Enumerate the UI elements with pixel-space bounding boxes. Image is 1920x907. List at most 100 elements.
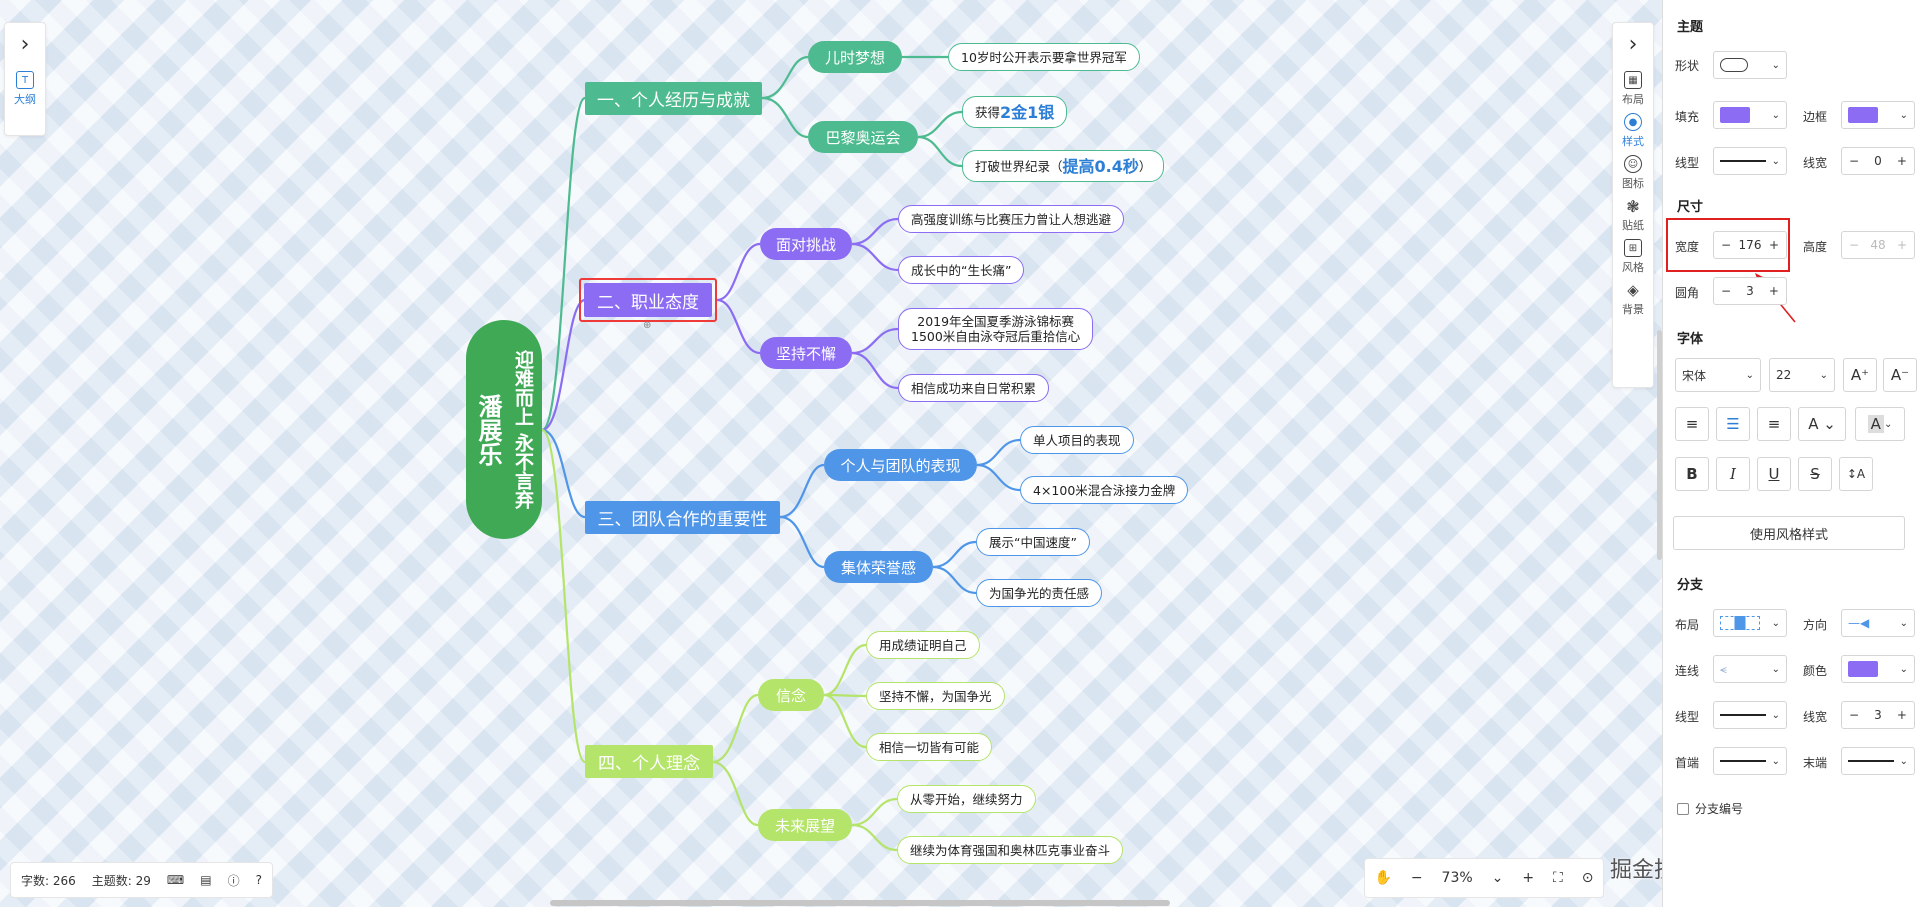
subtopic-node[interactable]: 个人与团队的表现 [824, 449, 977, 481]
minus-icon[interactable]: − [1849, 708, 1860, 722]
subtopic-node[interactable]: 信念 [758, 679, 824, 711]
locate-icon[interactable]: ⊙ [1581, 870, 1594, 886]
minus-icon[interactable]: − [1721, 238, 1732, 252]
tool-style[interactable]: ●样式 [1622, 113, 1644, 149]
branch-linewidth-stepper[interactable]: −3 + [1841, 701, 1915, 729]
width-stepper[interactable]: −176 + [1713, 231, 1787, 259]
root-node[interactable]: 迎难而上 永不言弃 潘展乐 [466, 320, 542, 539]
plus-icon[interactable]: + [1896, 154, 1907, 168]
leaf-node[interactable]: 单人项目的表现 [1020, 426, 1134, 454]
zoom-out-button[interactable]: − [1410, 870, 1423, 886]
tool-background[interactable]: ◈背景 [1622, 281, 1644, 317]
leaf-node[interactable]: 用成绩证明自己 [866, 631, 980, 659]
tool-layout[interactable]: ▦布局 [1622, 71, 1644, 107]
tool-sticker[interactable]: ❃贴纸 [1622, 197, 1644, 233]
font-color-select[interactable]: A ⌄ [1798, 407, 1846, 441]
topic-node[interactable]: 四、个人理念 [585, 745, 713, 778]
subtopic-node[interactable]: 未来展望 [758, 809, 852, 841]
minus-icon[interactable]: − [1721, 284, 1732, 298]
branch-layout-select[interactable]: ⌄ [1713, 609, 1787, 637]
right-toolbar[interactable]: › ▦布局 ●样式 ☺图标 ❃贴纸 ⊞风格 ◈背景 [1612, 22, 1654, 388]
radius-stepper[interactable]: −3 + [1713, 277, 1787, 305]
collapse-chevron-icon[interactable]: › [1628, 31, 1638, 57]
use-theme-style-button[interactable]: 使用风格样式 [1673, 516, 1905, 550]
align-left-button[interactable]: ≡ [1675, 407, 1709, 441]
leaf-node[interactable]: 4×100米混合泳接力金牌 [1020, 476, 1189, 504]
leaf-node[interactable]: 坚持不懈，为国争光 [866, 682, 1005, 710]
subtopic-node[interactable]: 集体荣誉感 [824, 551, 933, 583]
align-right-button[interactable]: ≡ [1757, 407, 1791, 441]
italic-button[interactable]: I [1716, 457, 1750, 491]
bold-button[interactable]: B [1675, 457, 1709, 491]
subtopic-node[interactable]: 儿时梦想 [808, 41, 902, 73]
width-value[interactable]: 176 [1738, 238, 1762, 252]
leaf-node[interactable]: 继续为体育强国和奥林匹克事业奋斗 [897, 836, 1124, 864]
tail-style-select[interactable]: ⌄ [1841, 747, 1915, 775]
chevron-down-icon[interactable]: ⌄ [1491, 870, 1504, 886]
plus-icon[interactable]: + [1896, 708, 1907, 722]
tool-icon[interactable]: ☺图标 [1622, 155, 1644, 191]
vertical-scrollbar[interactable] [1657, 330, 1662, 560]
branch-linetype-label: 线型 [1675, 710, 1700, 724]
topic-node-selected[interactable]: 二、职业态度 [584, 283, 712, 317]
branch-linetype-select[interactable]: ⌄ [1713, 701, 1787, 729]
topic-node[interactable]: 三、团队合作的重要性 [585, 501, 780, 534]
topic-node[interactable]: 一、个人经历与成就 [585, 82, 762, 115]
linetype-select[interactable]: ⌄ [1713, 147, 1787, 175]
plus-icon[interactable]: + [1768, 238, 1779, 252]
minus-icon[interactable]: − [1849, 154, 1860, 168]
leaf-node[interactable]: 打破世界纪录（提高0.4秒） [962, 150, 1165, 182]
fill-color-select[interactable]: ⌄ [1713, 101, 1787, 129]
radius-value[interactable]: 3 [1746, 284, 1754, 298]
leaf-node[interactable]: 相信成功来自日常积累 [898, 374, 1050, 402]
connector-select[interactable]: ⪪⌄ [1713, 655, 1787, 683]
font-family-select[interactable]: 宋体⌄ [1675, 358, 1761, 392]
leaf-node[interactable]: 展示“中国速度” [976, 528, 1090, 556]
linewidth-value[interactable]: 0 [1874, 154, 1882, 168]
leaf-node[interactable]: 高强度训练与比赛压力曾让人想逃避 [898, 205, 1125, 233]
help-icon[interactable]: ? [255, 873, 262, 887]
line-spacing-button[interactable]: ↕A [1839, 457, 1873, 491]
info-icon[interactable]: ⓘ [227, 873, 240, 888]
leaf-node[interactable]: 相信一切皆有可能 [866, 733, 993, 761]
tool-theme[interactable]: ⊞风格 [1622, 239, 1644, 275]
leaf-node[interactable]: 为国争光的责任感 [976, 579, 1103, 607]
zoom-value[interactable]: 73% [1441, 870, 1473, 886]
head-style-select[interactable]: ⌄ [1713, 747, 1787, 775]
font-size-select[interactable]: 22⌄ [1769, 358, 1835, 392]
shape-select[interactable]: ⌄ [1713, 51, 1787, 79]
underline-button[interactable]: U [1757, 457, 1791, 491]
horizontal-scrollbar[interactable] [550, 900, 1170, 906]
zoom-in-button[interactable]: + [1522, 870, 1535, 886]
linewidth-stepper[interactable]: −0 + [1841, 147, 1915, 175]
move-handle-icon[interactable]: ⊕ [643, 320, 652, 331]
strikethrough-button[interactable]: S [1798, 457, 1832, 491]
branch-numbering-checkbox[interactable]: 分支编号 [1677, 800, 1743, 817]
keyboard-icon[interactable]: ⌨ [166, 873, 185, 887]
subtopic-node[interactable]: 面对挑战 [760, 228, 852, 260]
hand-icon[interactable]: ✋ [1374, 870, 1392, 886]
mindmap-canvas[interactable]: 迎难而上 永不言弃 潘展乐 一、个人经历与成就 二、职业态度 ⊕ 三、团队合作的… [0, 0, 1662, 907]
font-grow-button[interactable]: A⁺ [1843, 358, 1877, 392]
font-shrink-button[interactable]: A⁻ [1883, 358, 1917, 392]
subtopic-node[interactable]: 巴黎奥运会 [808, 121, 918, 153]
align-center-button[interactable]: ☰ [1716, 407, 1750, 441]
highlight-color-select[interactable]: A⌄ [1855, 407, 1905, 441]
expand-chevron-icon[interactable]: › [20, 31, 30, 57]
subtopic-node[interactable]: 坚持不懈 [760, 337, 852, 369]
checkbox-box[interactable] [1677, 802, 1689, 815]
direction-select[interactable]: —◀⌄ [1841, 609, 1915, 637]
branch-linewidth-value[interactable]: 3 [1874, 708, 1882, 722]
leaf-node[interactable]: 10岁时公开表示要拿世界冠军 [948, 43, 1140, 71]
outline-button[interactable]: T 大纲 [14, 71, 36, 107]
minimap-icon[interactable]: ▤ [200, 873, 212, 887]
plus-icon[interactable]: + [1768, 284, 1779, 298]
outline-panel[interactable]: › T 大纲 [4, 22, 46, 136]
border-color-select[interactable]: ⌄ [1841, 101, 1915, 129]
fit-screen-icon[interactable]: ⛶ [1553, 870, 1563, 886]
leaf-node[interactable]: 从零开始，继续努力 [897, 785, 1036, 813]
leaf-node[interactable]: 成长中的“生长痛” [898, 256, 1025, 284]
branch-color-select[interactable]: ⌄ [1841, 655, 1915, 683]
